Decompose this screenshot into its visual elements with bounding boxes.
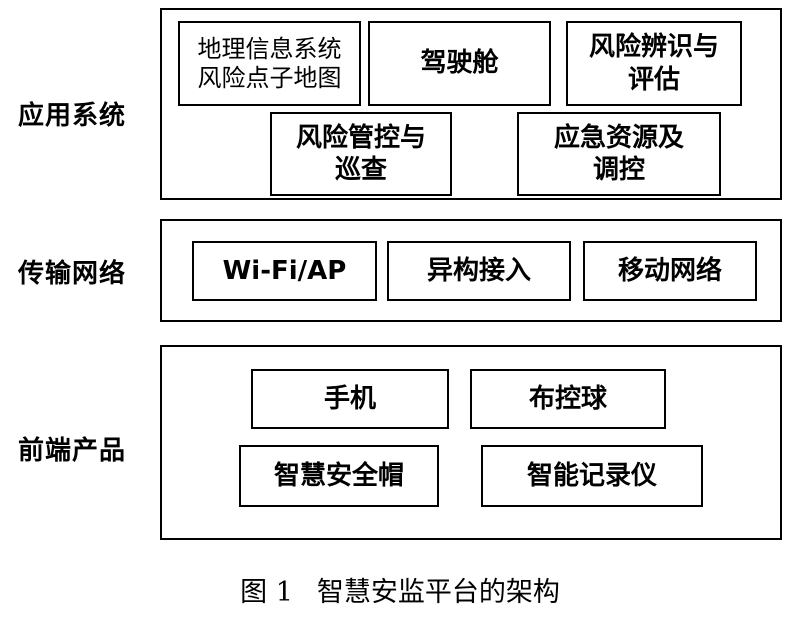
node-wifi-ap: Wi-Fi/AP [192, 241, 377, 301]
node-risk-identification: 风险辨识与 评估 [566, 21, 742, 106]
figure-caption: 图 1 智慧安监平台的架构 [0, 570, 800, 609]
layer-box-frontend: 手机 布控球 智慧安全帽 智能记录仪 [160, 345, 782, 540]
figure-number: 图 1 [240, 577, 293, 608]
node-mobile-network: 移动网络 [583, 241, 757, 301]
layer-label-frontend: 前端产品 [18, 436, 127, 466]
figure-title: 智慧安监平台的架构 [316, 577, 560, 608]
layer-box-application: 地理信息系统 风险点子地图 驾驶舱 风险辨识与 评估 风险管控与 巡查 应急资源… [160, 8, 782, 200]
layer-label-application: 应用系统 [18, 101, 127, 131]
node-cockpit: 驾驶舱 [368, 21, 551, 106]
node-smart-recorder: 智能记录仪 [481, 445, 703, 507]
node-surveillance-ball: 布控球 [470, 369, 666, 429]
node-emergency-resources: 应急资源及 调控 [517, 112, 721, 196]
node-risk-control: 风险管控与 巡查 [270, 112, 452, 196]
node-smart-helmet: 智慧安全帽 [239, 445, 439, 507]
node-phone: 手机 [251, 369, 449, 429]
layer-box-network: Wi-Fi/AP 异构接入 移动网络 [160, 219, 782, 322]
layer-label-network: 传输网络 [18, 259, 127, 289]
node-heterogeneous-access: 异构接入 [387, 241, 571, 301]
node-gis-risk-map: 地理信息系统 风险点子地图 [178, 21, 361, 106]
